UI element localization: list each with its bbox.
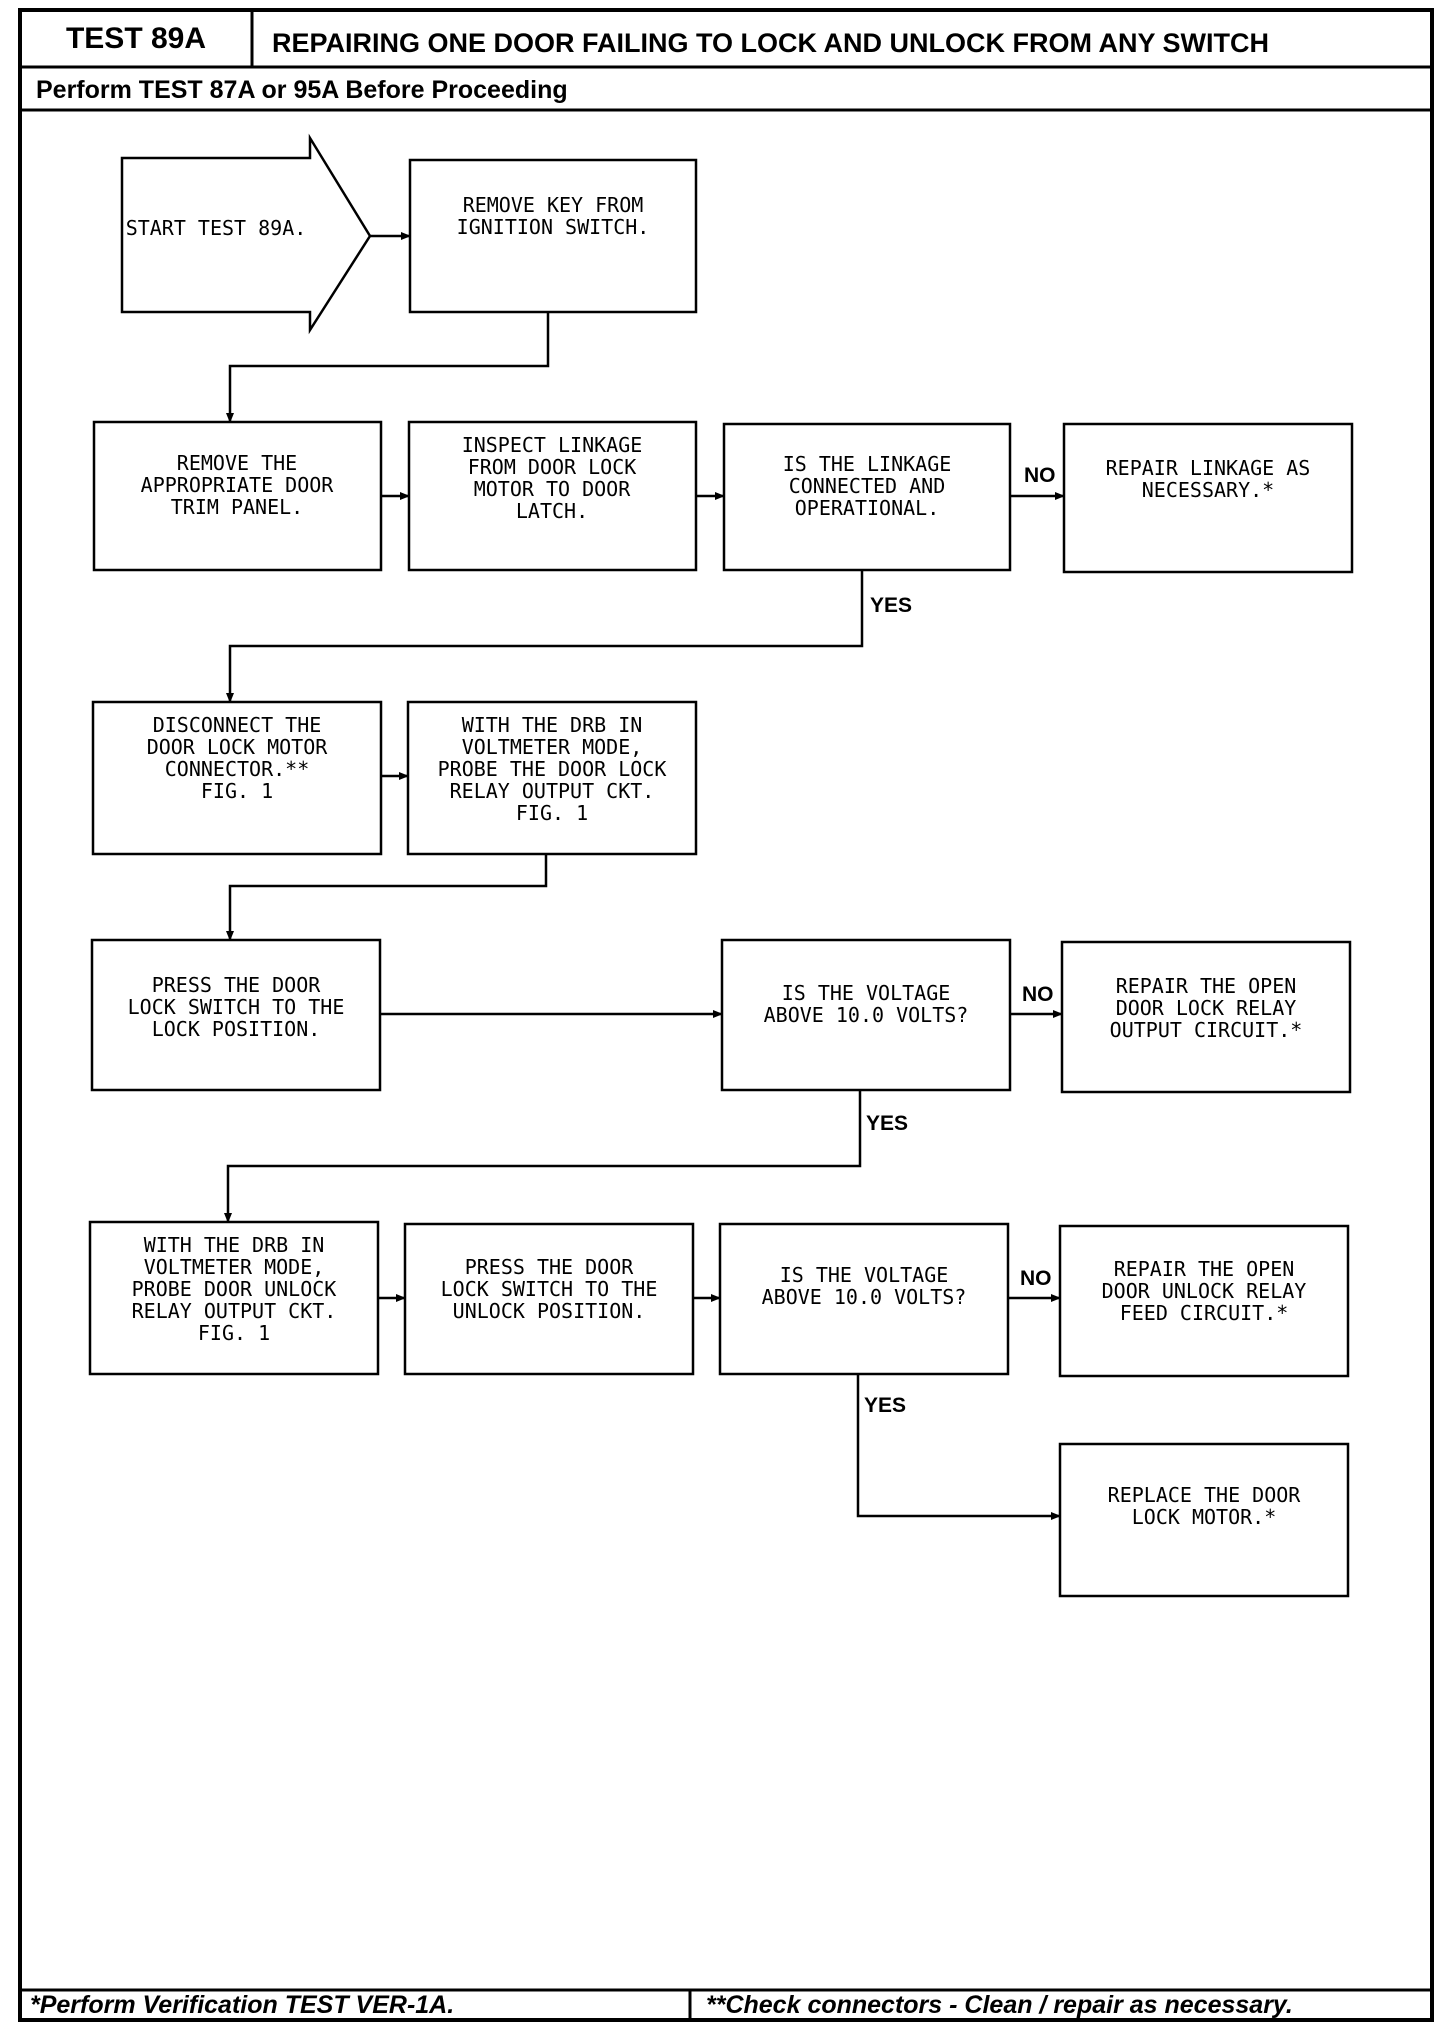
- node-text-line: DOOR LOCK RELAY: [1116, 996, 1297, 1020]
- node-text-line: OPERATIONAL.: [795, 496, 940, 520]
- node-text-line: IS THE VOLTAGE: [780, 1263, 949, 1287]
- node-text-line: OUTPUT CIRCUIT.*: [1110, 1018, 1303, 1042]
- disconnect-motor-box: [91, 700, 383, 856]
- node-text-line: IS THE VOLTAGE: [782, 981, 951, 1005]
- node-text-line: FIG. 1: [198, 1321, 270, 1345]
- node-text-line: REMOVE KEY FROM: [463, 193, 644, 217]
- node-text-line: LATCH.: [516, 499, 588, 523]
- repair-unlock-feed-box: [1058, 1224, 1350, 1378]
- node-text-line: VOLTMETER MODE,: [462, 735, 643, 759]
- node-text-line: FROM DOOR LOCK: [468, 455, 637, 479]
- start-arrow-shape: [120, 133, 372, 335]
- probe-lock-relay-box: [406, 700, 698, 856]
- node-text-line: RELAY OUTPUT CKT.: [450, 779, 655, 803]
- label-no-voltage-1: NO: [1022, 983, 1054, 1006]
- footnote-connectors: **Check connectors - Clean / repair as n…: [706, 1991, 1293, 2019]
- node-text-line: FIG. 1: [201, 779, 273, 803]
- arrow-voltage-1-to-probe-unlock: [224, 1090, 862, 1223]
- node-text-line: REMOVE THE: [177, 451, 297, 475]
- node-text-line: WITH THE DRB IN: [144, 1233, 325, 1257]
- node-text-line: PROBE THE DOOR LOCK: [438, 757, 667, 781]
- node-text-line: INSPECT LINKAGE: [462, 433, 643, 457]
- label-yes-linkage: YES: [870, 594, 912, 617]
- label-yes-voltage-1: YES: [866, 1112, 908, 1135]
- node-text-line: FEED CIRCUIT.*: [1120, 1301, 1289, 1325]
- node-text-line: PRESS THE DOOR: [465, 1255, 635, 1279]
- test-id: TEST 89A: [66, 22, 206, 55]
- footnote-verification: *Perform Verification TEST VER-1A.: [30, 1991, 454, 2019]
- node-text-line: DISCONNECT THE: [153, 713, 322, 737]
- node-text-line: UNLOCK POSITION.: [453, 1299, 646, 1323]
- node-text-line: CONNECTOR.**: [165, 757, 310, 781]
- node-text-line: REPLACE THE DOOR: [1108, 1483, 1302, 1507]
- connectors: [224, 232, 1065, 1520]
- page-subtitle: Perform TEST 87A or 95A Before Proceedin…: [36, 76, 568, 104]
- node-text-line: PROBE DOOR UNLOCK: [132, 1277, 337, 1301]
- label-no-voltage-2: NO: [1020, 1267, 1052, 1290]
- page-border: [18, 8, 1434, 2022]
- node-text-line: ABOVE 10.0 VOLTS?: [764, 1003, 969, 1027]
- node-text-line: FIG. 1: [516, 801, 588, 825]
- node-text-line: RELAY OUTPUT CKT.: [132, 1299, 337, 1323]
- node-text-line: TRIM PANEL.: [171, 495, 303, 519]
- node-text-line: LOCK SWITCH TO THE: [441, 1277, 658, 1301]
- node-text-line: APPROPRIATE DOOR: [141, 473, 335, 497]
- arrow-question-to-disconnect: [226, 570, 864, 703]
- remove-key-box: [408, 158, 698, 314]
- probe-unlock-relay-box: [88, 1220, 380, 1376]
- label-yes-voltage-2: YES: [864, 1394, 906, 1417]
- inspect-linkage-box: [407, 420, 698, 572]
- node-text-line: LOCK MOTOR.*: [1132, 1505, 1277, 1529]
- node-text-line: DOOR LOCK MOTOR: [147, 735, 329, 759]
- node-text-line: IS THE LINKAGE: [783, 452, 952, 476]
- node-text-line: REPAIR THE OPEN: [1114, 1257, 1295, 1281]
- node-text-line: LOCK SWITCH TO THE: [128, 995, 345, 1019]
- node-text-line: START TEST 89A.: [126, 216, 307, 240]
- node-text-line: NECESSARY.*: [1142, 478, 1274, 502]
- node-text-line: REPAIR LINKAGE AS: [1106, 456, 1311, 480]
- node-text-line: MOTOR TO DOOR: [474, 477, 631, 501]
- voltage-question-1-box: [720, 938, 1012, 1092]
- node-text-line: WITH THE DRB IN: [462, 713, 643, 737]
- linkage-question-box: [722, 422, 1012, 572]
- arrow-voltage-2-to-replace-motor: [856, 1374, 1061, 1520]
- node-text-line: IGNITION SWITCH.: [457, 215, 650, 239]
- node-text-line: CONNECTED AND: [789, 474, 946, 498]
- label-no-linkage: NO: [1024, 464, 1056, 487]
- voltage-question-2-box: [718, 1222, 1010, 1376]
- node-text-line: LOCK POSITION.: [152, 1017, 321, 1041]
- node-text-line: ABOVE 10.0 VOLTS?: [762, 1285, 967, 1309]
- node-text-line: REPAIR THE OPEN: [1116, 974, 1297, 998]
- arrow-probe-to-press-lock: [226, 854, 548, 941]
- page-title: REPAIRING ONE DOOR FAILING TO LOCK AND U…: [272, 28, 1269, 58]
- start-label: START TEST 89A.: [126, 216, 307, 240]
- node-text-line: VOLTMETER MODE,: [144, 1255, 325, 1279]
- replace-motor-box: [1058, 1442, 1350, 1598]
- repair-lock-relay-box: [1060, 940, 1352, 1094]
- node-text-line: PRESS THE DOOR: [152, 973, 322, 997]
- node-text-line: DOOR UNLOCK RELAY: [1102, 1279, 1307, 1303]
- arrow-remove-key-to-trim: [226, 312, 550, 423]
- remove-trim-box: [92, 420, 383, 572]
- press-lock-box: [90, 938, 382, 1092]
